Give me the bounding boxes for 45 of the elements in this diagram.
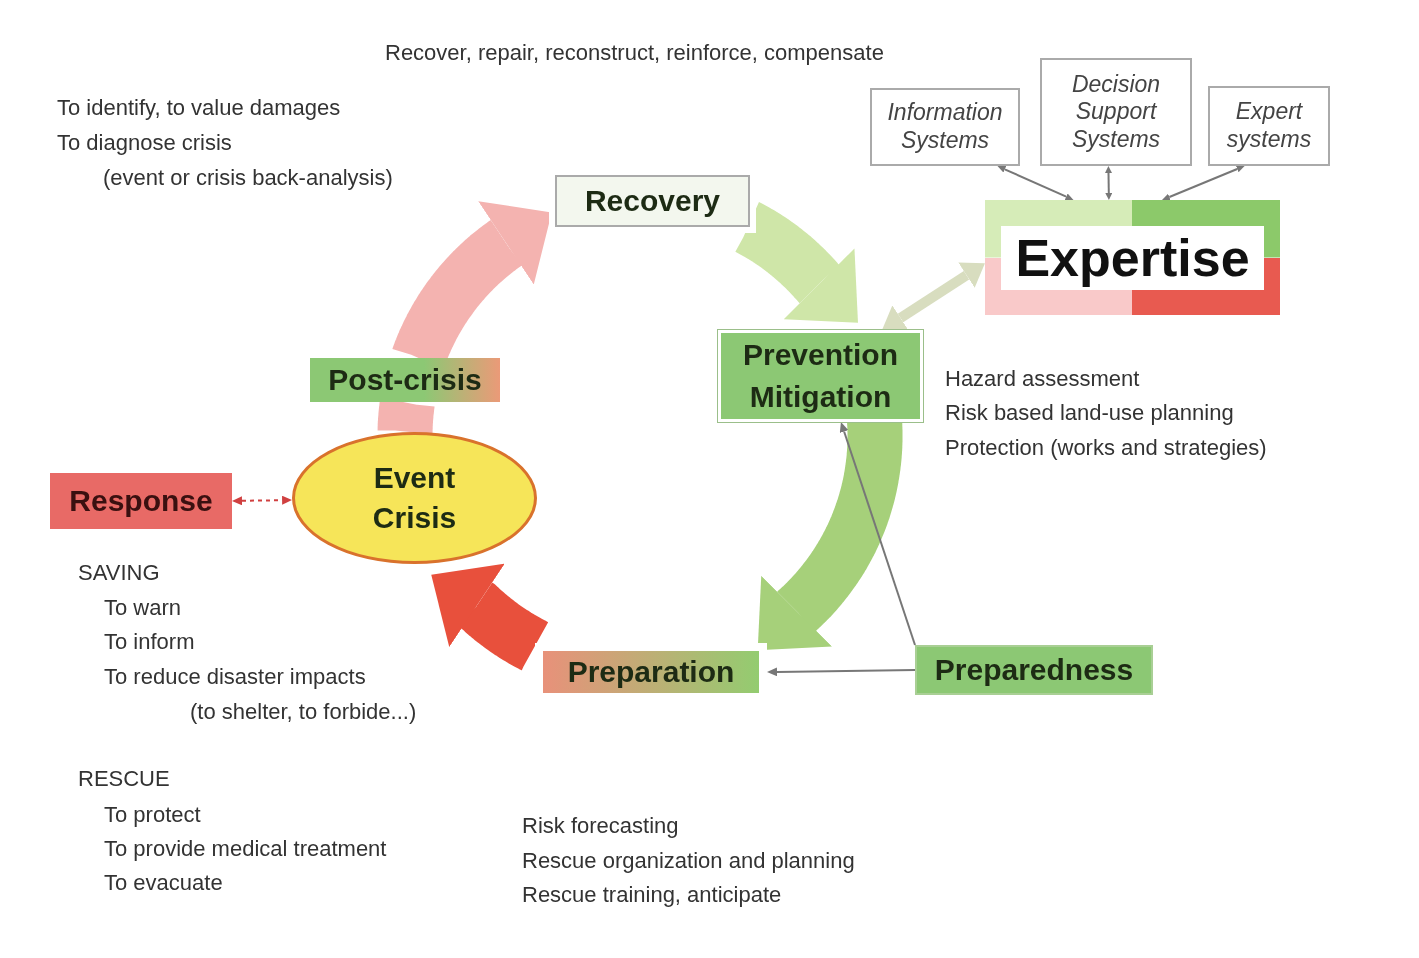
system-box <box>870 88 1020 166</box>
node-label: Information Systems <box>886 99 1004 155</box>
note-text: To identify, to value damages <box>57 95 341 121</box>
node-label: Post-crisis <box>328 363 482 397</box>
arrow <box>767 667 916 677</box>
arrow <box>1105 166 1113 200</box>
note-text: To provide medical treatment <box>104 836 387 862</box>
note-text: Risk based land-use planning <box>945 400 1234 426</box>
node-label: Expert systems <box>1225 98 1313 154</box>
node-label: Expertise <box>1001 225 1264 290</box>
arrow <box>997 166 1074 200</box>
note-text: Rescue training, anticipate <box>522 882 782 908</box>
note-text: To warn <box>104 595 182 621</box>
arrow <box>839 422 916 646</box>
node-label: Prevention Mitigation <box>741 337 899 415</box>
note-text: To inform <box>104 629 195 655</box>
note-text: (to shelter, to forbide...) <box>190 699 417 725</box>
phase-box <box>915 645 1153 695</box>
note-text: Recover, repair, reconstruct, reinforce, compensate <box>385 40 884 66</box>
note-text: (event or crisis back-analysis) <box>103 165 393 191</box>
node-label: Recovery <box>584 184 721 218</box>
node-label: Decision Support Systems <box>1070 70 1162 154</box>
phase-box <box>718 330 923 422</box>
node-label: Preparedness <box>934 653 1134 687</box>
arrow <box>232 495 293 506</box>
note-text: Rescue organization and planning <box>522 848 855 874</box>
expertise-box <box>985 200 1280 315</box>
note-text: To protect <box>104 802 201 828</box>
note-text: Protection (works and strategies) <box>945 435 1267 461</box>
node-label: Event Crisis <box>371 459 458 536</box>
note-text: RESCUE <box>78 766 170 792</box>
system-box <box>1040 58 1192 166</box>
phase-box <box>310 358 500 402</box>
arrow <box>882 262 985 331</box>
note-text: Risk forecasting <box>522 813 679 839</box>
arrow <box>1162 165 1245 201</box>
phase-box <box>50 473 232 529</box>
note-text: To reduce disaster impacts <box>104 664 366 690</box>
node-label: Preparation <box>567 655 735 689</box>
note-text: Hazard assessment <box>945 366 1140 392</box>
system-box <box>1208 86 1330 166</box>
node-label: Response <box>69 484 213 518</box>
note-text: To diagnose crisis <box>57 130 232 156</box>
note-text: SAVING <box>78 560 160 586</box>
note-text: To evacuate <box>104 870 223 896</box>
